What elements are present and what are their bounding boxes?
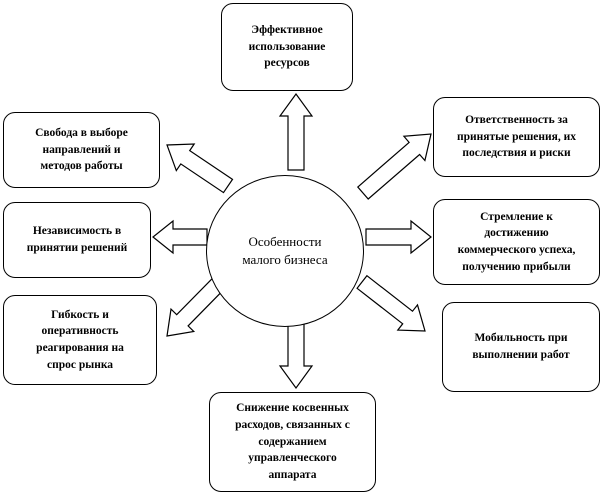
box-freedom-of-choice-text: Свобода в выборе направлений и методов р… <box>35 126 128 173</box>
arrow-down-right <box>356 274 426 332</box>
arrow-up <box>278 92 314 171</box>
arrow-right <box>365 219 432 255</box>
box-effective-resources: Эффективное использование ресурсов <box>221 3 353 91</box>
box-mobility: Мобильность при выполнении работ <box>442 302 600 392</box>
box-commercial-success-text: Стремление к достижению коммерческого ус… <box>457 210 576 273</box>
arrow-up-right <box>356 133 432 200</box>
box-mobility-text: Мобильность при выполнении работ <box>472 332 570 361</box>
box-independence: Независимость в принятии решений <box>3 202 151 278</box>
arrow-down <box>278 322 314 390</box>
arrow-left <box>152 219 208 255</box>
box-flexibility-text: Гибкость и оперативность реагирования на… <box>36 308 124 371</box>
box-flexibility: Гибкость и оперативность реагирования на… <box>3 295 157 385</box>
box-cost-reduction-text: Снижение косвенных расходов, связанных с… <box>235 402 350 481</box>
box-responsibility-text: Ответственность за принятые решения, их … <box>456 113 576 160</box>
box-cost-reduction: Снижение косвенных расходов, связанных с… <box>209 392 376 492</box>
box-independence-text: Независимость в принятии решений <box>26 225 128 254</box>
arrow-up-left <box>166 143 234 194</box>
box-freedom-of-choice: Свобода в выборе направлений и методов р… <box>3 112 160 188</box>
box-effective-resources-text: Эффективное использование ресурсов <box>248 23 326 70</box>
box-responsibility: Ответственность за принятые решения, их … <box>433 97 600 177</box>
center-circle: Особенности малого бизнеса <box>206 175 364 327</box>
box-commercial-success: Стремление к достижению коммерческого ус… <box>433 199 600 285</box>
center-title: Особенности малого бизнеса <box>242 234 328 267</box>
